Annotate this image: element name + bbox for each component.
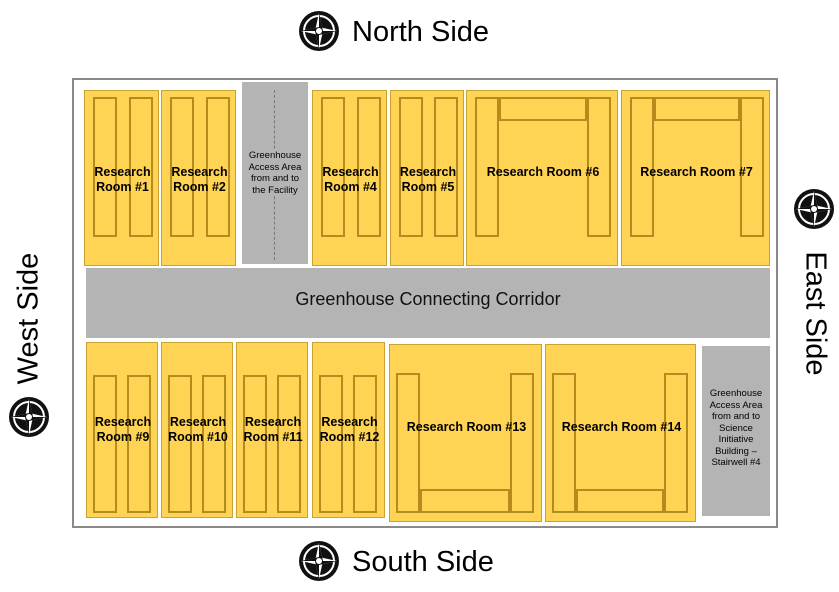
bench xyxy=(321,97,345,237)
west-side-label: West Side xyxy=(12,252,45,385)
bench xyxy=(499,97,587,121)
compass-icon xyxy=(298,540,340,582)
bench xyxy=(630,97,654,237)
east-side-label: East Side xyxy=(799,251,832,376)
research-room-13[interactable]: Research Room #13 xyxy=(389,344,542,522)
research-room-7[interactable]: Research Room #7 xyxy=(621,90,770,266)
bench xyxy=(202,375,226,513)
bench xyxy=(93,375,117,513)
bench xyxy=(587,97,611,237)
bench xyxy=(664,373,688,513)
south-side-label: South Side xyxy=(352,546,494,578)
bench xyxy=(168,375,192,513)
bench xyxy=(357,97,381,237)
bench xyxy=(170,97,194,237)
bench xyxy=(243,375,267,513)
bench xyxy=(434,97,458,237)
compass-icon xyxy=(8,396,50,438)
room-label: Research Room #6 xyxy=(486,165,600,179)
bench xyxy=(420,489,510,513)
north-side-label: North Side xyxy=(352,16,490,48)
bench xyxy=(654,97,740,121)
connecting-corridor: Greenhouse Connecting Corridor xyxy=(86,268,770,338)
bench xyxy=(552,373,576,513)
bench xyxy=(353,375,377,513)
bench xyxy=(576,489,664,513)
bench xyxy=(277,375,301,513)
bench xyxy=(510,373,534,513)
research-room-14[interactable]: Research Room #14 xyxy=(545,344,696,522)
bench xyxy=(127,375,151,513)
bench xyxy=(399,97,423,237)
room-label: Research Room #7 xyxy=(640,165,753,179)
bench xyxy=(740,97,764,237)
bench xyxy=(475,97,499,237)
bench xyxy=(206,97,230,237)
bench xyxy=(129,97,153,237)
compass-icon xyxy=(793,188,835,230)
research-room-6[interactable]: Research Room #6 xyxy=(466,90,618,266)
room-label: Research Room #13 xyxy=(406,420,527,434)
room-label: Research Room #14 xyxy=(561,420,682,434)
compass-icon xyxy=(298,10,340,52)
corridor-label: Greenhouse Connecting Corridor xyxy=(295,289,561,309)
bench xyxy=(93,97,117,237)
bench xyxy=(319,375,343,513)
bench xyxy=(396,373,420,513)
